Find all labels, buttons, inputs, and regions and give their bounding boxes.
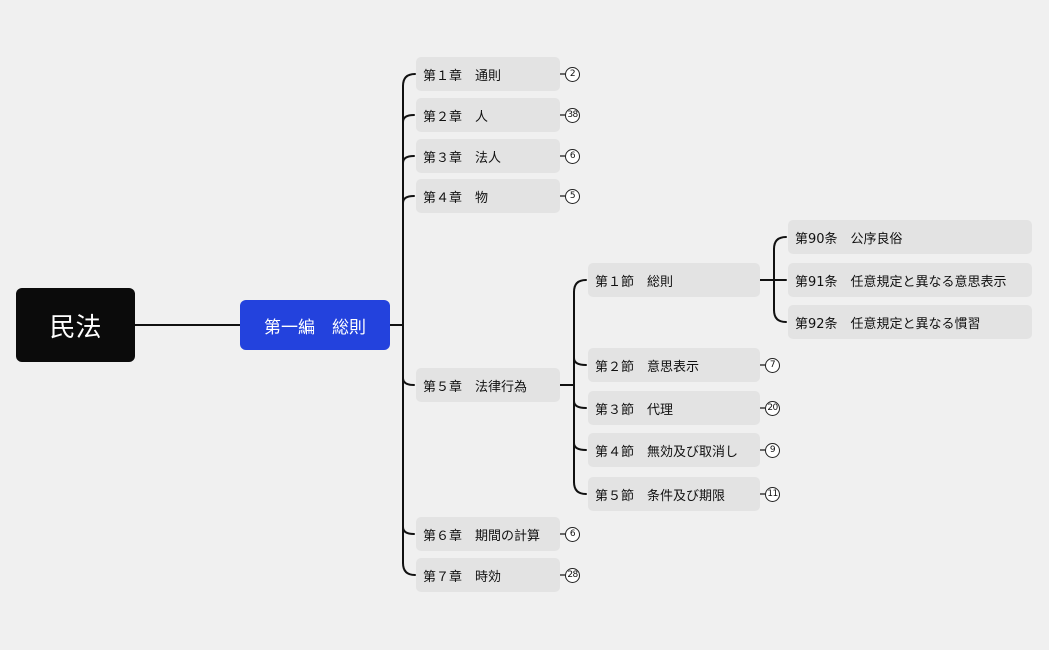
section-label: 第５節 条件及び期限	[595, 488, 726, 504]
chapter-label: 第３章 法人	[423, 150, 502, 166]
chapter-node-5[interactable]: 第５章 法律行為	[416, 368, 560, 402]
root-label: 民法	[49, 312, 102, 343]
chapter-node-1[interactable]: 第１章 通則	[416, 57, 560, 91]
chapter-label: 第５章 法律行為	[423, 379, 528, 395]
collapsed-count-badge[interactable]: 9	[765, 443, 780, 458]
section-node-1[interactable]: 第１節 総則	[588, 263, 760, 297]
chapter-node-4[interactable]: 第４章 物	[416, 179, 560, 213]
chapter-label: 第１章 通則	[423, 68, 502, 84]
article-label: 第92条 任意規定と異なる慣習	[795, 316, 981, 332]
chapter-label: 第２章 人	[423, 109, 489, 125]
book-label: 第一編 総則	[264, 317, 366, 338]
article-label: 第91条 任意規定と異なる意思表示	[795, 274, 1007, 290]
section-label: 第４節 無効及び取消し	[595, 444, 739, 460]
collapsed-count-badge[interactable]: 38	[565, 108, 580, 123]
collapsed-count-badge[interactable]: 7	[765, 358, 780, 373]
root-node[interactable]: 民法	[16, 288, 135, 362]
chapter-label: 第６章 期間の計算	[423, 528, 541, 544]
chapter-node-3[interactable]: 第３章 法人	[416, 139, 560, 173]
chapter-node-7[interactable]: 第７章 時効	[416, 558, 560, 592]
book-node[interactable]: 第一編 総則	[240, 300, 390, 350]
section-label: 第１節 総則	[595, 274, 674, 290]
collapsed-count-badge[interactable]: 20	[765, 401, 780, 416]
collapsed-count-badge[interactable]: 6	[565, 527, 580, 542]
section-label: 第２節 意思表示	[595, 359, 700, 375]
section-node-5[interactable]: 第５節 条件及び期限	[588, 477, 760, 511]
section-node-2[interactable]: 第２節 意思表示	[588, 348, 760, 382]
section-node-4[interactable]: 第４節 無効及び取消し	[588, 433, 760, 467]
section-label: 第３節 代理	[595, 402, 674, 418]
article-node-92[interactable]: 第92条 任意規定と異なる慣習	[788, 305, 1032, 339]
collapsed-count-badge[interactable]: 2	[565, 67, 580, 82]
collapsed-count-badge[interactable]: 5	[565, 189, 580, 204]
chapter-label: 第７章 時効	[423, 569, 502, 585]
article-node-90[interactable]: 第90条 公序良俗	[788, 220, 1032, 254]
chapter-node-6[interactable]: 第６章 期間の計算	[416, 517, 560, 551]
chapter-label: 第４章 物	[423, 190, 489, 206]
collapsed-count-badge[interactable]: 6	[565, 149, 580, 164]
collapsed-count-badge[interactable]: 28	[565, 568, 580, 583]
article-label: 第90条 公序良俗	[795, 231, 903, 247]
section-node-3[interactable]: 第３節 代理	[588, 391, 760, 425]
collapsed-count-badge[interactable]: 11	[765, 487, 780, 502]
chapter-node-2[interactable]: 第２章 人	[416, 98, 560, 132]
article-node-91[interactable]: 第91条 任意規定と異なる意思表示	[788, 263, 1032, 297]
